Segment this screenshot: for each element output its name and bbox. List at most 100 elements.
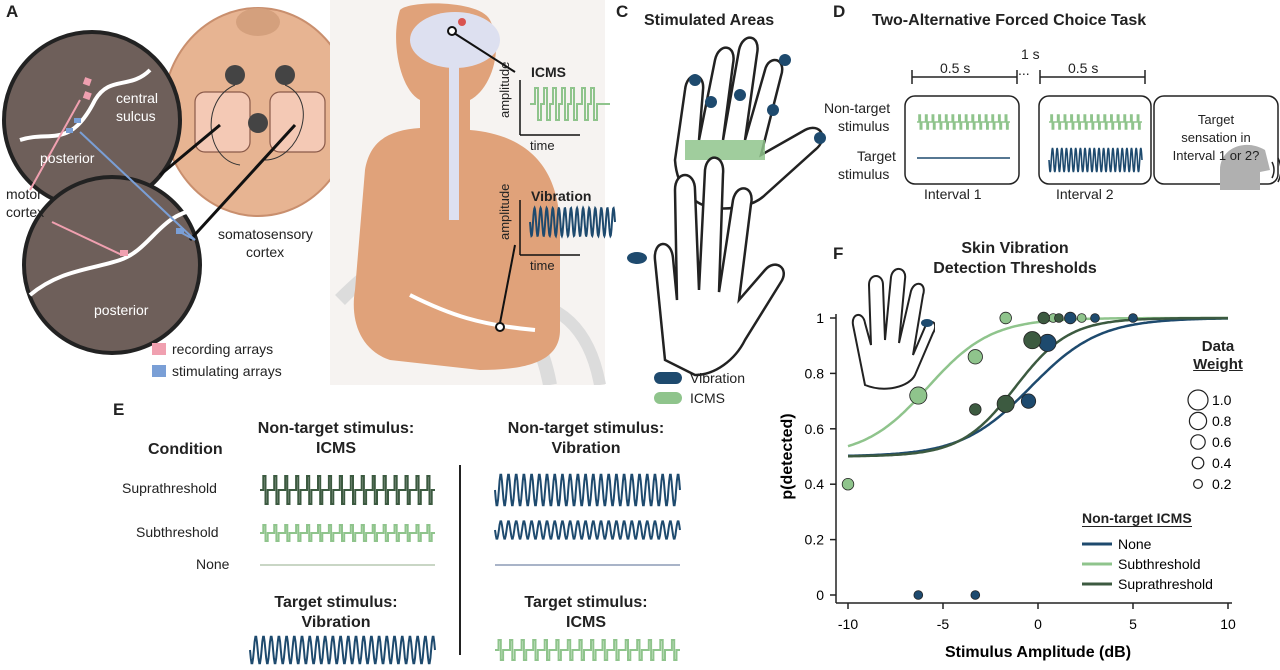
weight-title-2: Weight [1193, 356, 1243, 373]
stimulating-array [66, 128, 73, 133]
x-axis-label: Stimulus Amplitude (dB) [945, 644, 1131, 661]
hand-marker [495, 322, 505, 332]
data-point-none [1038, 333, 1057, 352]
gap-duration: 1 s [1021, 46, 1040, 62]
vibration-suprathreshold-wave [494, 473, 681, 507]
somatosensory-cortex-label: cortex [246, 244, 285, 260]
target-vibration-waveform [1048, 147, 1143, 173]
data-point-subthreshold [1076, 313, 1087, 323]
data-point-none [1020, 393, 1037, 409]
data-point-none [970, 590, 981, 600]
motor-label: motor [6, 186, 42, 202]
wires [210, 84, 304, 166]
vibration-waveform [529, 205, 616, 239]
chart-title-1: Skin Vibration [961, 240, 1069, 257]
left-title-2: ICMS [316, 440, 356, 457]
pointer-line [159, 123, 221, 177]
interval-1-duration: 0.5 s [940, 60, 971, 76]
stimulated-areas-title: Stimulated Areas [644, 12, 775, 29]
icms-pointer [453, 32, 516, 73]
y-tick-label: 0.6 [805, 421, 825, 437]
brain-illustration [2, 7, 330, 377]
interval-2-duration: 0.5 s [1068, 60, 1099, 76]
vibration-time-label: time [530, 258, 555, 273]
task-diagram [904, 70, 1280, 190]
data-point-suprathreshold [969, 403, 982, 416]
y-tick-label: 0.8 [805, 365, 825, 381]
vibration-site [734, 89, 746, 101]
target-vibration-wave [249, 635, 436, 665]
data-point-none [913, 590, 924, 600]
vibration-title: Vibration [531, 188, 592, 204]
vibration-site [779, 54, 791, 66]
icms-amplitude-label: amplitude [497, 61, 512, 118]
data-point-subthreshold [999, 311, 1012, 325]
motor-cortex-label: cortex [6, 204, 45, 220]
pedestal-left [225, 65, 245, 85]
stimulating-array [74, 118, 81, 123]
vibration-site-thumb [627, 252, 647, 264]
y-tick-label: 1 [816, 310, 824, 326]
legend-label-subthreshold: Subthreshold [1118, 556, 1201, 572]
weight-label: 1.0 [1212, 392, 1232, 408]
legend-vibration-label: Vibration [690, 370, 746, 386]
panel-label-e: E [113, 400, 125, 419]
data-point-suprathreshold [1054, 313, 1064, 323]
implant-left [194, 91, 251, 153]
vibration-site [689, 74, 701, 86]
icms-palm-area [685, 140, 765, 160]
vibration-subthreshold-wave [494, 520, 681, 540]
recording-array [120, 250, 128, 256]
recording-swatch [152, 343, 166, 355]
fit-curve-none [848, 317, 1228, 458]
vibration-site [814, 132, 826, 144]
stimulation-site [458, 18, 466, 26]
stimulating-swatch [152, 365, 166, 377]
brain-outline [410, 12, 500, 68]
speech-icon [1271, 157, 1280, 183]
motor-pointer [51, 221, 123, 256]
fit-curve-suprathreshold [848, 316, 1228, 458]
y-tick-label: 0 [816, 587, 824, 603]
target-label-2: stimulus [838, 166, 890, 182]
left-target-1: Target stimulus: [274, 594, 398, 611]
nontarget-label-1: Non-target [824, 100, 891, 116]
row-suprathreshold: Suprathreshold [122, 480, 217, 496]
x-tick-label: 10 [1220, 616, 1236, 632]
data-point-subthreshold [909, 386, 928, 405]
question-line-3: Interval 1 or 2? [1172, 148, 1260, 163]
legend-vibration-swatch [654, 372, 682, 384]
legend-stimulating: stimulating arrays [172, 363, 282, 379]
vibration-site [705, 96, 717, 108]
legend-icms-swatch [654, 392, 682, 404]
hand-palm [653, 156, 785, 377]
sulcus-label: sulcus [116, 108, 156, 124]
x-tick-label: 0 [1034, 616, 1042, 632]
legend-label-none: None [1118, 536, 1152, 552]
central-sulcus-line-top [19, 68, 152, 142]
x-tick-label: -10 [838, 616, 858, 632]
panel-label-c: C [616, 2, 629, 21]
posterior-label-bottom: posterior [94, 302, 149, 318]
soma-pointer [79, 131, 196, 241]
interval-1-label: Interval 1 [924, 186, 982, 202]
central-sulcus-line-bottom [28, 208, 196, 297]
recording-array [82, 91, 92, 101]
right-title-2: Vibration [551, 440, 621, 457]
data-point-none [1064, 311, 1077, 325]
panel-label-f: F [833, 244, 844, 263]
conditions-waveforms [249, 465, 681, 665]
thumb-vibration-site [921, 319, 933, 327]
question-line-1: Target [1197, 112, 1235, 127]
left-target-2: Vibration [301, 614, 371, 631]
somatosensory-label: somatosensory [218, 226, 313, 242]
y-tick-label: 0.2 [805, 532, 825, 548]
vibration-amplitude-label: amplitude [497, 183, 512, 240]
stimulating-array [176, 228, 184, 234]
weight-circle [1187, 389, 1209, 411]
spinal-cord [449, 60, 459, 220]
data-point-subthreshold [841, 477, 855, 491]
interval-1-box [904, 95, 1020, 185]
data-point-none [1090, 313, 1100, 323]
